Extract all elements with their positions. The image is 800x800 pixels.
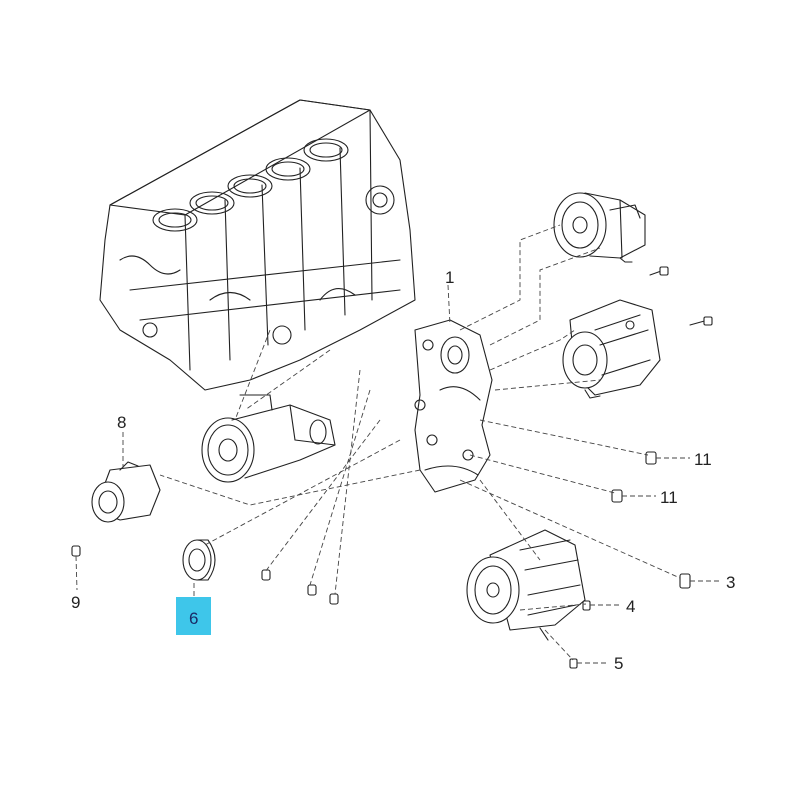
power-steering-pump: [553, 192, 646, 263]
ac-compressor: [466, 529, 586, 641]
water-pump: [201, 394, 336, 483]
callout-11-upper: 11: [694, 450, 712, 469]
bolts: [71, 266, 713, 669]
callout-4: 4: [626, 597, 635, 616]
belt-tensioner: [91, 461, 161, 523]
callout-9: 9: [71, 593, 80, 612]
callout-11-lower: 11: [660, 488, 678, 507]
idler-pulley: [182, 539, 216, 581]
accessory-bracket: [414, 319, 493, 493]
alternator: [562, 299, 661, 399]
callout-1: 1: [445, 268, 454, 287]
engine-block: [99, 99, 416, 391]
callouts: 1 3 4 5 6 8 9 11 11: [71, 268, 735, 673]
callout-6: 6: [189, 609, 198, 628]
callout-8: 8: [117, 413, 126, 432]
callout-5: 5: [614, 654, 623, 673]
callout-6-highlight: [176, 597, 211, 635]
callout-3: 3: [726, 573, 735, 592]
leader-lines: [75, 224, 720, 664]
